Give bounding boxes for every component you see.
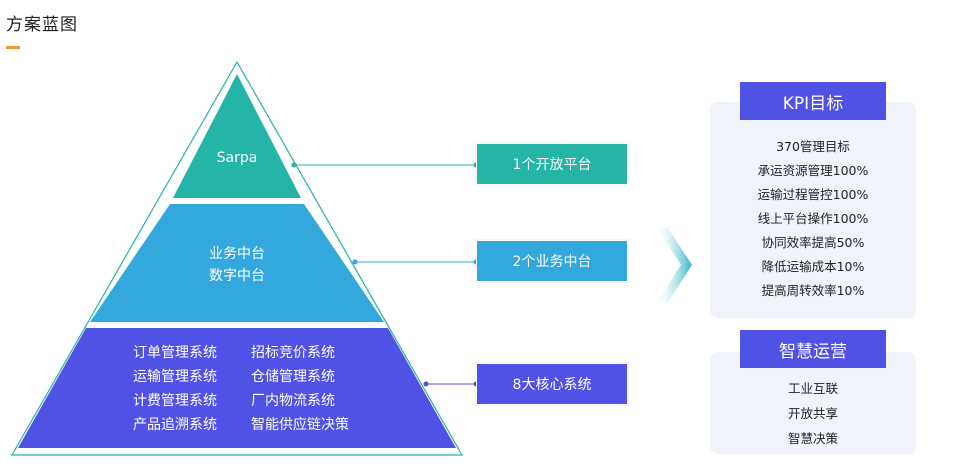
callout-core-systems: 8大核心系统 <box>476 363 628 405</box>
kpi-item: 370管理目标 <box>776 139 850 154</box>
system-name: 智能供应链决策 <box>251 416 349 433</box>
kpi-item: 运输过程管控100% <box>757 187 869 202</box>
kpi-item: 提高周转效率10% <box>761 283 865 298</box>
pyramid-top-label: Sarpa <box>217 150 258 166</box>
system-name: 订单管理系统 <box>133 345 217 361</box>
callout-open-platform: 1个开放平台 <box>476 143 628 185</box>
title-accent-bar <box>6 46 20 49</box>
kpi-item: 协同效率提高50% <box>761 235 865 250</box>
kpi-item: 降低运输成本10% <box>761 259 865 274</box>
kpi-panel <box>710 102 916 318</box>
smart-ops-item: 智慧决策 <box>787 431 838 446</box>
kpi-item: 线上平台操作100% <box>757 211 869 226</box>
pyramid-top-tier <box>173 74 301 198</box>
smart-ops-list: 工业互联 开放共享 智慧决策 <box>710 376 916 451</box>
pyramid-middle-line: 业务中台 <box>209 246 265 262</box>
system-name: 产品追溯系统 <box>133 417 217 433</box>
system-name: 运输管理系统 <box>133 369 217 385</box>
smart-ops-panel <box>710 352 916 454</box>
pyramid-bottom-tier <box>18 328 456 448</box>
connector-middle <box>352 259 479 265</box>
chevron-right-icon <box>657 228 692 302</box>
pyramid-middle-line: 数字中台 <box>209 268 265 284</box>
system-name: 厂内物流系统 <box>251 393 335 409</box>
connector-bottom <box>423 381 479 387</box>
pyramid-outline <box>10 60 464 456</box>
kpi-panel-header: KPI目标 <box>740 82 886 120</box>
smart-ops-panel-header: 智慧运营 <box>740 330 886 368</box>
pyramid-middle-tier <box>90 204 384 322</box>
smart-ops-item: 开放共享 <box>787 406 838 421</box>
kpi-list: 370管理目标 承运资源管理100% 运输过程管控100% 线上平台操作100%… <box>710 135 916 303</box>
smart-ops-item: 工业互联 <box>787 381 838 396</box>
page-title: 方案蓝图 <box>6 15 78 35</box>
system-name: 计费管理系统 <box>133 393 217 409</box>
connector-top <box>291 162 479 168</box>
callout-business-middle-platform: 2个业务中台 <box>476 240 628 282</box>
system-name: 招标竞价系统 <box>251 344 335 361</box>
system-name: 仓储管理系统 <box>251 369 335 385</box>
kpi-item: 承运资源管理100% <box>757 163 869 178</box>
